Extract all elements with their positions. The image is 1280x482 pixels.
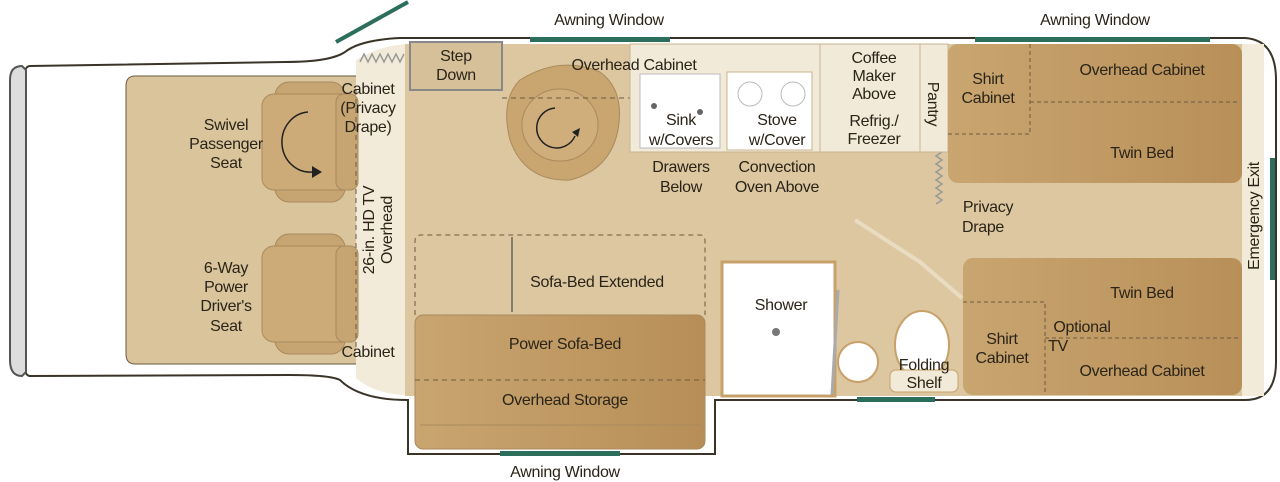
label-shirt-cabinet: Shirt — [986, 331, 1018, 348]
lower-twin-bed — [963, 258, 1242, 395]
label-coffee-maker: Coffee — [851, 50, 896, 67]
label-privacy-drape: Privacy — [963, 199, 1014, 216]
swivel-arrow-icon — [281, 111, 313, 173]
label-drawers: Below — [660, 179, 703, 196]
label-shirt-cabinet: Cabinet — [961, 90, 1015, 107]
passenger-seat — [261, 81, 359, 203]
stove[interactable] — [726, 71, 813, 151]
privacy-drape-rear — [934, 151, 944, 205]
label-passenger-seat: Swivel — [204, 117, 248, 134]
label-twin-bed: Twin Bed — [1110, 285, 1173, 302]
upper-twin-bed — [948, 44, 1242, 183]
window-bath — [857, 397, 935, 402]
label-twin-bed: Twin Bed — [1110, 145, 1173, 162]
window-top-left — [530, 37, 670, 42]
entry-floor — [356, 44, 410, 395]
lavatory-sink — [837, 341, 879, 383]
label-stove: Stove — [757, 112, 797, 129]
label-shirt-cabinet: Cabinet — [975, 350, 1029, 367]
label-cabinet-privacy: Drape) — [344, 119, 391, 136]
label-sofa-extended: Sofa-Bed Extended — [530, 274, 664, 291]
label-step-down: Down — [436, 67, 476, 84]
label-tv: Overhead — [379, 196, 396, 264]
label-privacy-drape: Drape — [962, 219, 1004, 236]
label-overhead-cabinet: Overhead Cabinet — [1079, 62, 1205, 79]
label-fridge: Freezer — [847, 131, 901, 148]
label-cabinet-privacy: (Privacy — [340, 100, 396, 117]
bath-door[interactable] — [853, 218, 964, 300]
label-driver-seat: Driver's — [200, 298, 252, 315]
label-pantry: Pantry — [924, 82, 941, 127]
label-coffee-maker: Maker — [853, 68, 897, 85]
label-sink: Sink — [666, 112, 697, 129]
label-driver-seat: Power — [204, 279, 249, 296]
label-folding-shelf: Folding — [899, 357, 949, 374]
label-overhead-cabinet: Overhead Cabinet — [571, 57, 697, 74]
label-fridge: Refrig./ — [849, 113, 899, 130]
label-oven: Convection — [738, 159, 815, 176]
label-driver-seat: 6-Way — [204, 260, 248, 277]
entry-door[interactable] — [335, 0, 409, 44]
label-shower: Shower — [755, 297, 808, 314]
swivel-arrow-icon — [535, 107, 576, 149]
label-stove: w/Cover — [748, 132, 807, 149]
label-oven: Oven Above — [735, 179, 820, 196]
privacy-drape-front — [359, 52, 405, 64]
label-optional-tv: TV — [1048, 338, 1068, 355]
step-down — [409, 41, 503, 91]
sofa-extended-outline — [414, 234, 706, 315]
window-bottom — [500, 451, 620, 456]
label-folding-shelf: Shelf — [907, 375, 943, 392]
window-top-right — [975, 37, 1210, 42]
label-drawers: Drawers — [652, 159, 710, 176]
label-optional-tv: Optional — [1053, 319, 1110, 336]
label-passenger-seat: Seat — [210, 155, 243, 172]
label-step-down: Step — [440, 48, 472, 65]
label-awning-window-top-left: Awning Window — [554, 12, 664, 29]
label-power-sofa-bed: Power Sofa-Bed — [509, 336, 621, 353]
power-sofa-bed[interactable] — [414, 314, 706, 450]
front-bumper — [9, 64, 27, 378]
label-driver-seat: Seat — [210, 318, 243, 335]
label-shirt-cabinet: Shirt — [972, 71, 1004, 88]
label-awning-window-bottom: Awning Window — [510, 464, 620, 481]
folding-shelf — [889, 369, 959, 393]
driver-seat — [261, 233, 359, 355]
swivel-chair — [506, 64, 621, 181]
label-awning-window-top-right: Awning Window — [1040, 12, 1150, 29]
label-cabinet-privacy: Cabinet — [341, 81, 395, 98]
label-overhead-cabinet: Overhead Cabinet — [1079, 363, 1205, 380]
label-emergency-exit: Emergency Exit — [1246, 161, 1263, 270]
label-cabinet: Cabinet — [341, 344, 395, 361]
label-coffee-maker: Above — [852, 86, 896, 103]
label-overhead-storage: Overhead Storage — [502, 392, 628, 409]
label-passenger-seat: Passenger — [189, 136, 264, 153]
label-sink: w/Covers — [648, 132, 714, 149]
emergency-exit-window[interactable] — [1270, 158, 1275, 280]
sink[interactable] — [639, 73, 721, 149]
label-tv: 26-in. HD TV — [361, 185, 378, 274]
